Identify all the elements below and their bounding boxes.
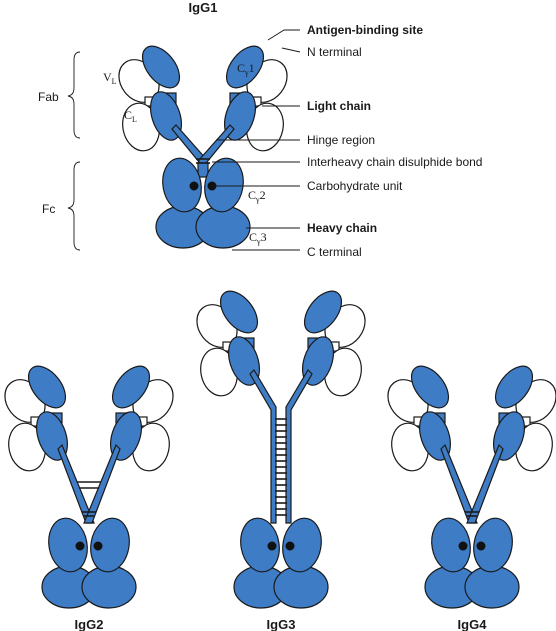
igg3-left-fab: [188, 283, 266, 400]
label-carbohydrate-unit: Carbohydrate unit: [307, 179, 403, 193]
title-igg2: IgG2: [75, 617, 104, 631]
domain-ch1-label: Cγ1: [237, 61, 255, 77]
igg3-fc: [233, 514, 329, 609]
label-hinge-region: Hinge region: [307, 133, 375, 147]
domain-ch2-label: Cγ2: [248, 188, 266, 204]
igg3-molecule: [188, 283, 374, 609]
label-antigen-binding-site: Antigen-binding site: [307, 23, 423, 37]
igg2-molecule: [0, 358, 182, 609]
igg3-hinge-disulphide-bonds: [275, 418, 287, 516]
domain-ch3-label: Cγ3: [249, 230, 267, 246]
fab-brace: [67, 51, 81, 139]
leader-lines: [212, 29, 301, 251]
label-light-chain: Light chain: [307, 99, 371, 113]
igg4-molecule: [379, 358, 556, 609]
fc-brace: [67, 161, 81, 251]
igg1-left-fab: [110, 38, 188, 155]
label-c-terminal: C terminal: [307, 245, 362, 259]
igg3-right-fab: [296, 283, 374, 400]
domain-cl-label: CL: [124, 108, 137, 124]
title-igg3: IgG3: [267, 617, 296, 631]
domain-vl-label: VL: [103, 70, 117, 86]
title-igg1: IgG1: [189, 0, 218, 15]
label-n-terminal: N terminal: [307, 45, 362, 59]
region-fab-label: Fab: [38, 90, 59, 104]
igg1-molecule: [110, 38, 296, 249]
label-disulphide-bond: Interheavy chain disulphide bond: [307, 155, 482, 169]
igg4-fc: [424, 514, 520, 609]
igg1-right-fab: [218, 38, 296, 155]
label-heavy-chain: Heavy chain: [307, 221, 377, 235]
title-igg4: IgG4: [458, 617, 488, 631]
region-fc-label: Fc: [42, 202, 55, 216]
igg2-fc: [41, 514, 137, 609]
